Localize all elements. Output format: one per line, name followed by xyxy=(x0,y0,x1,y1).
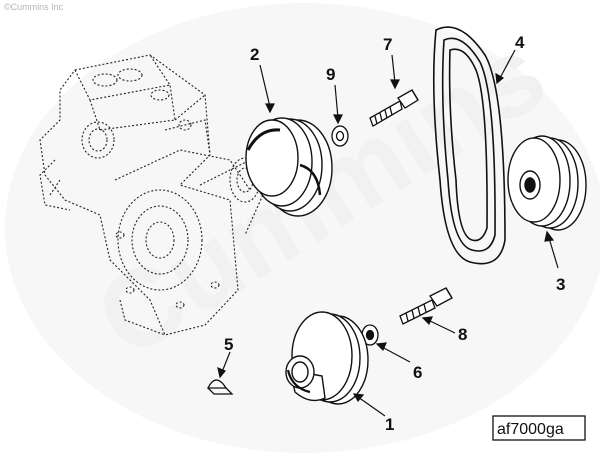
callout-9: 9 xyxy=(326,65,335,84)
callout-8: 8 xyxy=(458,325,467,344)
idler-pulley xyxy=(507,135,587,231)
figure-id-box: af7000ga xyxy=(492,415,586,441)
leader-lines xyxy=(217,49,559,417)
capscrew-8 xyxy=(399,287,453,325)
callout-4: 4 xyxy=(515,33,525,52)
washer-9 xyxy=(331,125,349,147)
figure-id: af7000ga xyxy=(497,421,564,438)
drive-belt xyxy=(432,26,506,265)
callout-3: 3 xyxy=(556,275,565,294)
water-pump-pulley xyxy=(245,117,333,217)
callout-5: 5 xyxy=(224,335,233,354)
capscrew-7 xyxy=(369,89,419,127)
copyright-text: ©Cummins Inc xyxy=(4,2,64,12)
callout-1: 1 xyxy=(385,415,394,434)
callout-7: 7 xyxy=(383,35,392,54)
callout-6: 6 xyxy=(413,363,422,382)
callout-2: 2 xyxy=(250,45,259,64)
crankshaft-pulley xyxy=(285,311,369,405)
callouts: 2 9 7 4 3 8 6 1 5 xyxy=(224,33,565,434)
woodruff-key xyxy=(206,379,234,395)
